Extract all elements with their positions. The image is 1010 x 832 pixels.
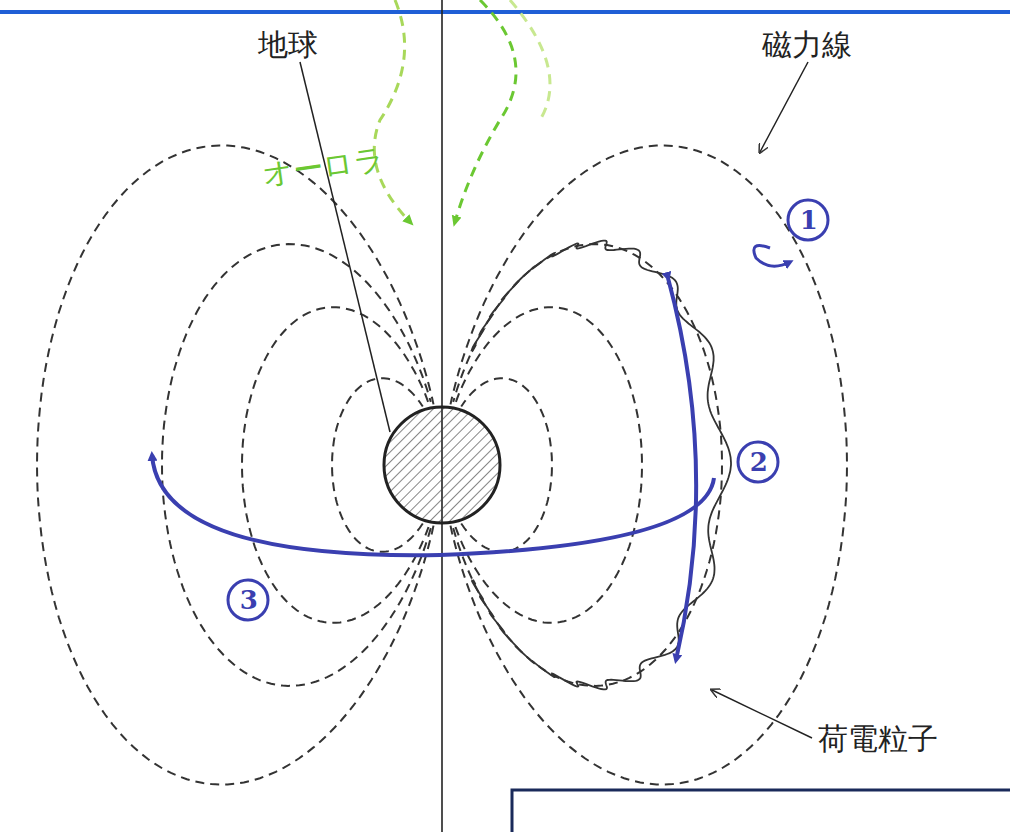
- field-line: [37, 146, 434, 785]
- corner-box: [512, 790, 1010, 832]
- field-line-label: 磁力線: [762, 28, 852, 61]
- callout-number: 1: [800, 206, 818, 235]
- callout-number: 2: [750, 448, 768, 477]
- bounce-arrow: [668, 278, 696, 660]
- earth-label: 地球: [258, 28, 318, 61]
- aurora-arrow: [510, 0, 550, 120]
- particle-helix: [472, 241, 731, 690]
- leader-line: [760, 62, 808, 152]
- leader-line: [712, 690, 812, 738]
- gyration-arrow: [754, 246, 790, 267]
- leader-line: [300, 62, 390, 432]
- earth: [384, 407, 500, 523]
- drift-arrow: [152, 455, 714, 555]
- field-lines: [37, 146, 847, 785]
- aurora-label: オーロラ: [260, 142, 386, 192]
- aurora-arrow: [455, 0, 516, 222]
- callout-circle: [228, 580, 268, 620]
- callout-circle: [788, 200, 828, 240]
- aurora-arrow: [374, 0, 410, 222]
- particle-label: 荷電粒子: [818, 722, 938, 755]
- top-rule: [0, 10, 1010, 14]
- field-line: [451, 146, 848, 785]
- callout-circle: [738, 442, 778, 482]
- callout-number: 3: [240, 586, 258, 615]
